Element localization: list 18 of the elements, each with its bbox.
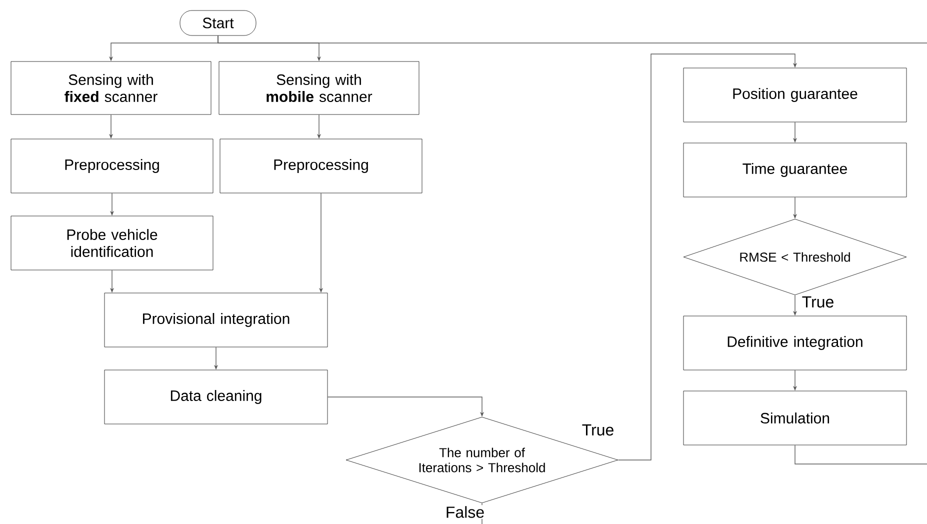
process-box: Sensing with fixed scanner — [10, 61, 212, 115]
edge-label: True — [800, 295, 836, 309]
process-box: Sensing with mobile scanner — [218, 61, 420, 115]
process-box: Preprocessing — [220, 138, 422, 194]
process-box: Definitive integration — [683, 316, 907, 370]
start-terminal: Start — [180, 10, 256, 36]
process-box: Provisional integration — [104, 292, 328, 348]
connector-line — [794, 444, 927, 464]
edge-label: True — [580, 423, 616, 437]
arrow — [618, 54, 798, 460]
process-box: Position guarantee — [683, 68, 907, 122]
process-box: Data cleaning — [104, 370, 328, 424]
process-box: Time guarantee — [683, 142, 907, 198]
process-box: Probe vehicle identification — [10, 216, 214, 270]
edge-label: False — [444, 505, 486, 519]
connector-line — [218, 35, 927, 44]
process-box: Preprocessing — [10, 138, 214, 194]
process-box: Simulation — [683, 390, 907, 446]
